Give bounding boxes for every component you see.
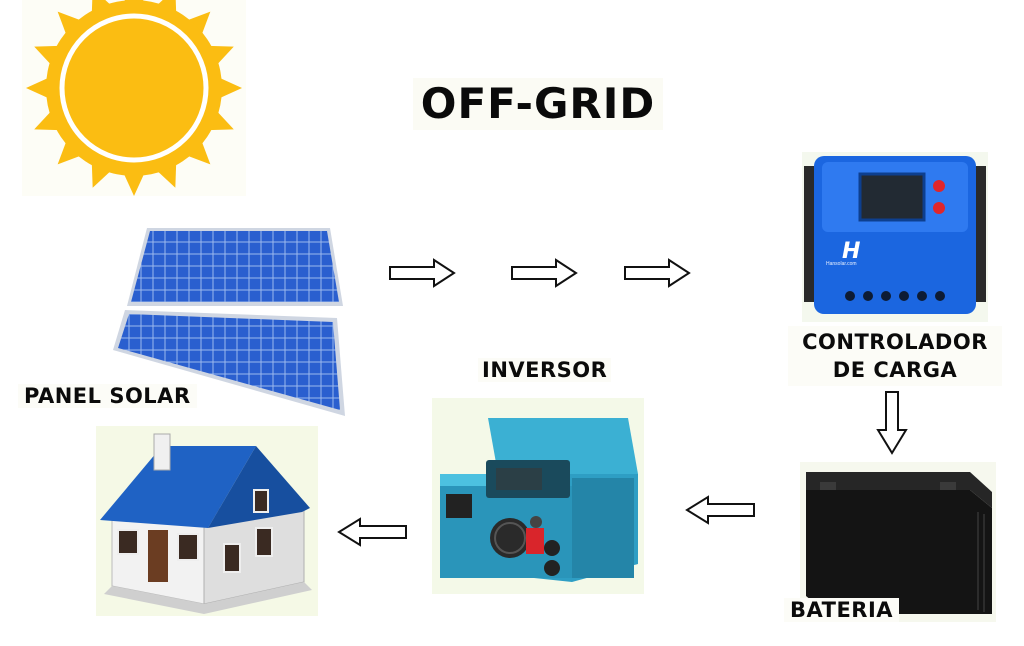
house-icon (96, 426, 318, 616)
svg-text:H: H (842, 239, 860, 264)
sun-ray (187, 141, 211, 165)
battery-image (800, 462, 996, 622)
sun-ray (187, 11, 211, 35)
inverter-image (432, 398, 644, 594)
page-title: OFF-GRID (413, 78, 663, 130)
flow-arrow-right-2 (510, 258, 580, 288)
sun-ray (57, 141, 81, 165)
flow-arrow-left-1 (684, 494, 756, 526)
flow-arrow-right-3 (623, 258, 693, 288)
sun-ray (123, 173, 145, 196)
label-bateria: BATERIA (784, 598, 900, 622)
label-panel-solar: PANEL SOLAR (18, 384, 197, 408)
controller-terminal (845, 291, 855, 301)
controller-terminal (899, 291, 909, 301)
sun-ray (219, 77, 242, 99)
flow-arrow-right-1 (388, 258, 458, 288)
label-controlador: CONTROLADOR DE CARGA (788, 326, 1002, 386)
solar-panel-image (105, 218, 355, 418)
sun-icon (22, 0, 246, 196)
controller-brand-text: Hansolar.com (826, 261, 857, 267)
label-inversor: INVERSOR (478, 358, 612, 382)
sun-ray (26, 77, 49, 99)
label-controlador-line2: DE CARGA (832, 358, 958, 382)
controller-terminal (881, 291, 891, 301)
label-controlador-line1: CONTROLADOR (802, 330, 988, 354)
controller-terminal (917, 291, 927, 301)
sun-ray (57, 11, 81, 35)
controller-terminal (935, 291, 945, 301)
controller-terminal (863, 291, 873, 301)
charge-controller-image: H Hansolar.com (802, 152, 988, 322)
flow-arrow-down (876, 390, 908, 456)
flow-arrow-left-2 (336, 516, 408, 548)
